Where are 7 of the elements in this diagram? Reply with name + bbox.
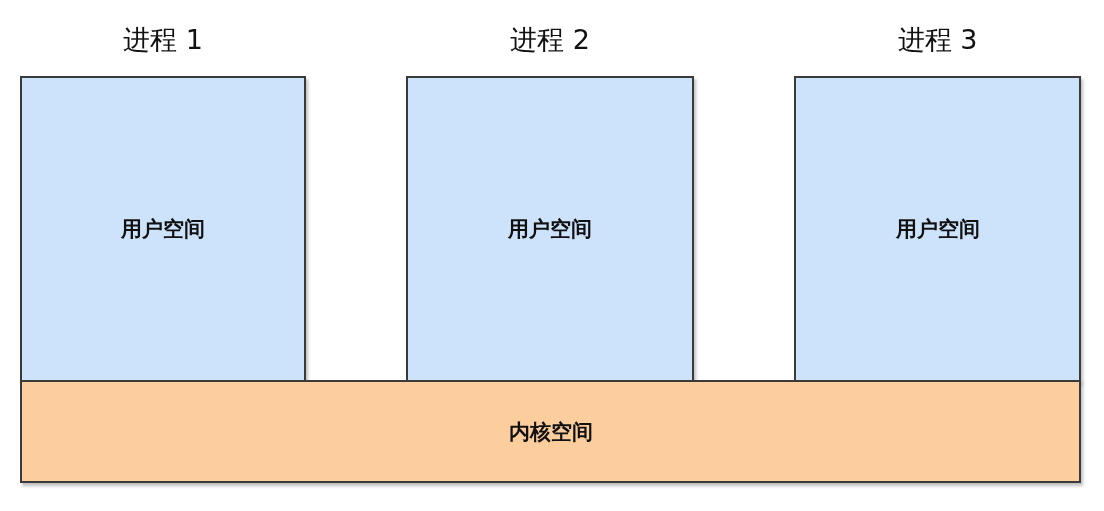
box-label: 用户空间 [895,216,980,243]
process-title: 进程 1 [122,23,204,57]
box-label: 内核空间 [508,418,593,446]
process-title: 进程 3 [896,23,979,57]
process-title: 进程 2 [509,23,591,57]
box-label: 用户空间 [121,216,205,243]
box-label: 用户空间 [508,216,592,243]
